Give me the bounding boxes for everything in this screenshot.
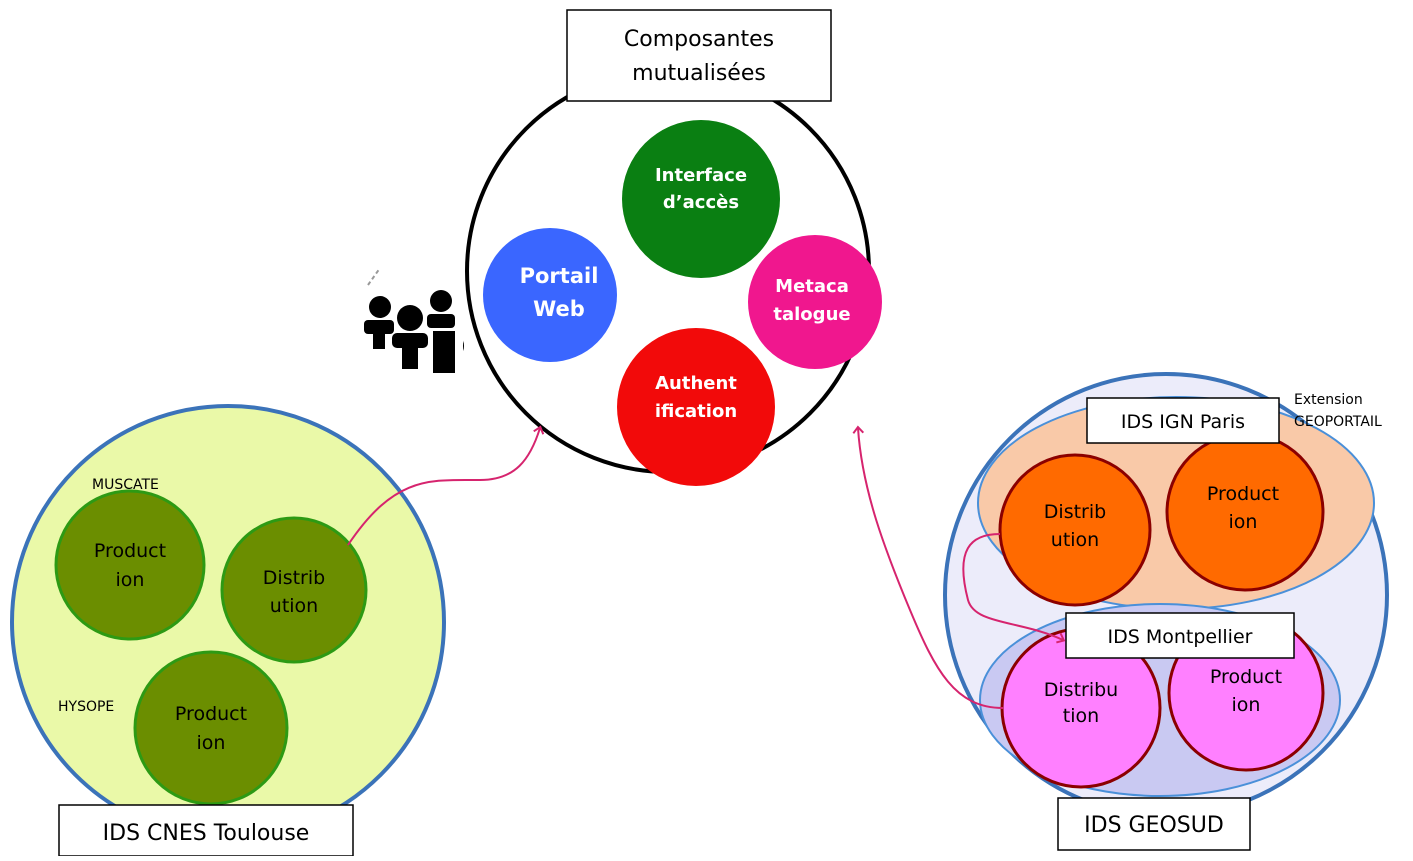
hysope-label: HYSOPE — [58, 699, 114, 715]
svg-text:ion: ion — [116, 569, 145, 591]
montpellier-to-central-connector — [852, 425, 1004, 709]
component-authentification: Authent ification — [617, 328, 775, 486]
svg-text:Interface: Interface — [655, 165, 747, 186]
cnes-hysope-production-node: Product ion — [133, 650, 289, 806]
svg-text:d’accès: d’accès — [663, 192, 739, 213]
montpellier-title-box: IDS Montpellier — [1065, 612, 1295, 659]
cnes-group: MUSCATE HYSOPE Product ion Distrib ution… — [10, 404, 446, 840]
montpellier-distribution-node: Distribu tion — [1000, 627, 1162, 789]
svg-text:tion: tion — [1063, 705, 1099, 727]
svg-text:IDS GEOSUD: IDS GEOSUD — [1084, 813, 1224, 838]
ign-to-montpellier-connector — [962, 533, 1066, 644]
svg-text:Product: Product — [94, 540, 166, 562]
svg-text:Distribu: Distribu — [1044, 679, 1118, 701]
svg-text:ion: ion — [197, 732, 226, 754]
svg-text:IDS Montpellier: IDS Montpellier — [1108, 626, 1253, 648]
component-interface-acces: Interface d’accès — [622, 120, 780, 278]
svg-text:ution: ution — [270, 595, 318, 617]
users-group-icon — [364, 267, 464, 380]
muscate-label: MUSCATE — [92, 477, 159, 493]
component-metacatalogue: Metaca talogue — [748, 235, 882, 369]
svg-text:mutualisées: mutualisées — [632, 61, 766, 86]
svg-text:ification: ification — [655, 401, 737, 422]
svg-text:Product: Product — [1207, 483, 1279, 505]
svg-text:Metaca: Metaca — [775, 276, 849, 297]
central-group: Interface d’accès Portail Web Metaca tal… — [465, 9, 882, 486]
svg-text:ution: ution — [1051, 529, 1099, 551]
connectors — [347, 425, 1066, 709]
svg-text:Product: Product — [175, 703, 247, 725]
svg-text:Distrib: Distrib — [263, 567, 325, 589]
svg-text:talogue: talogue — [773, 304, 850, 325]
svg-text:ion: ion — [1232, 694, 1261, 716]
component-portail-web: Portail Web — [483, 228, 617, 362]
extension-label-geoportail: GEOPORTAIL — [1294, 414, 1382, 430]
svg-text:Authent: Authent — [655, 373, 737, 394]
ign-title-box: IDS IGN Paris — [1086, 397, 1280, 444]
ign-group: Distrib ution Product ion — [977, 396, 1375, 610]
svg-text:Composantes: Composantes — [624, 27, 774, 52]
svg-text:IDS IGN Paris: IDS IGN Paris — [1121, 411, 1245, 433]
extension-label: Extension — [1294, 392, 1363, 408]
svg-text:Portail: Portail — [520, 264, 599, 288]
svg-text:ion: ion — [1229, 511, 1258, 533]
svg-text:Product: Product — [1210, 666, 1282, 688]
central-title-box: Composantes mutualisées — [566, 9, 832, 102]
cnes-production-node: Product ion — [54, 489, 206, 641]
geosud-title-box: IDS GEOSUD — [1057, 797, 1251, 851]
cnes-distribution-node: Distrib ution — [220, 516, 368, 664]
svg-text:Distrib: Distrib — [1044, 501, 1106, 523]
svg-text:IDS CNES Toulouse: IDS CNES Toulouse — [103, 821, 310, 846]
svg-text:Web: Web — [533, 297, 585, 321]
geosud-group: Distrib ution Product ion Distribu tion … — [943, 372, 1389, 851]
cnes-to-central-connector — [347, 425, 545, 546]
ign-production-node: Product ion — [1165, 432, 1325, 592]
ign-distribution-node: Distrib ution — [998, 453, 1152, 607]
cnes-title-box: IDS CNES Toulouse — [58, 804, 354, 857]
